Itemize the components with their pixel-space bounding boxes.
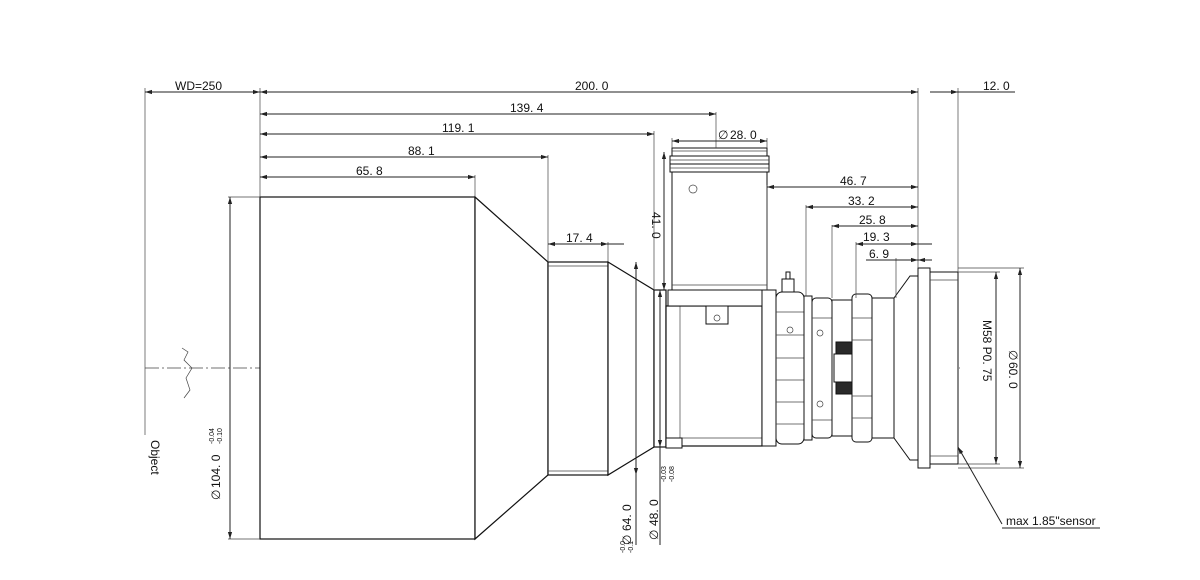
dim-200: 200. 0 bbox=[575, 79, 609, 93]
rear-tube bbox=[665, 305, 763, 447]
front-barrel bbox=[259, 196, 476, 540]
dim-104: 104. 0 bbox=[209, 454, 223, 488]
dim-28-group: ∅ 28. 0 bbox=[718, 128, 757, 142]
dim-119: 119. 1 bbox=[442, 121, 475, 135]
dim-46: 46. 7 bbox=[840, 174, 867, 188]
dim-60: 60. 0 bbox=[1006, 362, 1020, 389]
object-label: Object bbox=[148, 440, 162, 475]
wd-label: WD=250 bbox=[175, 79, 222, 93]
dim-64-tol-top: -0.0 bbox=[620, 541, 627, 553]
dim-64: 64. 0 bbox=[620, 504, 634, 531]
rear-mount bbox=[917, 267, 959, 469]
dimension-lines bbox=[145, 88, 1100, 545]
dim-64-group: ∅ 64. 0 -0.0 -0.1 bbox=[620, 504, 635, 553]
dim-19: 19. 3 bbox=[863, 230, 890, 244]
dimension-labels: WD=250 200. 0 12. 0 139. 4 119. 1 88. 1 … bbox=[175, 79, 1096, 553]
focus-rings bbox=[761, 271, 919, 461]
taper-section bbox=[474, 195, 549, 541]
dim-104-tol-top: -0.04 bbox=[209, 428, 216, 444]
dim-60-group: ∅ 60. 0 bbox=[1006, 350, 1020, 389]
diameter-symbol-104: ∅ bbox=[209, 490, 223, 500]
dim-28: 28. 0 bbox=[730, 128, 757, 142]
diameter-symbol-60: ∅ bbox=[1006, 350, 1020, 360]
dim-48-tol-bot: -0.08 bbox=[669, 466, 676, 482]
middle-barrel bbox=[547, 261, 609, 476]
diameter-symbol-28: ∅ bbox=[718, 128, 728, 142]
sensor-label: max 1.85"sensor bbox=[1006, 514, 1096, 528]
dim-48-tol-top: -0.03 bbox=[661, 466, 668, 482]
dim-12: 12. 0 bbox=[983, 79, 1010, 93]
dim-64-tol-bot: -0.1 bbox=[628, 541, 635, 553]
dim-88: 88. 1 bbox=[408, 144, 435, 158]
focus-ring bbox=[775, 291, 805, 445]
lock-ring bbox=[851, 293, 873, 443]
diameter-symbol-64: ∅ bbox=[620, 535, 634, 545]
dim-17: 17. 4 bbox=[566, 231, 593, 245]
dim-48: 48. 0 bbox=[647, 499, 661, 526]
dim-33: 33. 2 bbox=[848, 194, 875, 208]
dim-104-group: ∅ 104. 0 -0.04 -0.10 bbox=[209, 428, 224, 500]
lens-body bbox=[259, 147, 959, 541]
dim-48-group: ∅ 48. 0 -0.03 -0.08 bbox=[647, 466, 676, 540]
iris-ring bbox=[811, 297, 833, 439]
second-taper bbox=[607, 260, 655, 477]
diameter-symbol-48: ∅ bbox=[647, 530, 661, 540]
dim-139: 139. 4 bbox=[510, 101, 544, 115]
top-mount bbox=[667, 147, 772, 325]
dim-25: 25. 8 bbox=[859, 213, 886, 227]
thread-label: M58 P0. 75 bbox=[980, 320, 994, 382]
dim-65: 65. 8 bbox=[356, 164, 383, 178]
dim-41: 41. 0 bbox=[649, 212, 663, 239]
dim-104-tol-bot: -0.10 bbox=[217, 428, 224, 444]
dim-6: 6. 9 bbox=[869, 247, 889, 261]
